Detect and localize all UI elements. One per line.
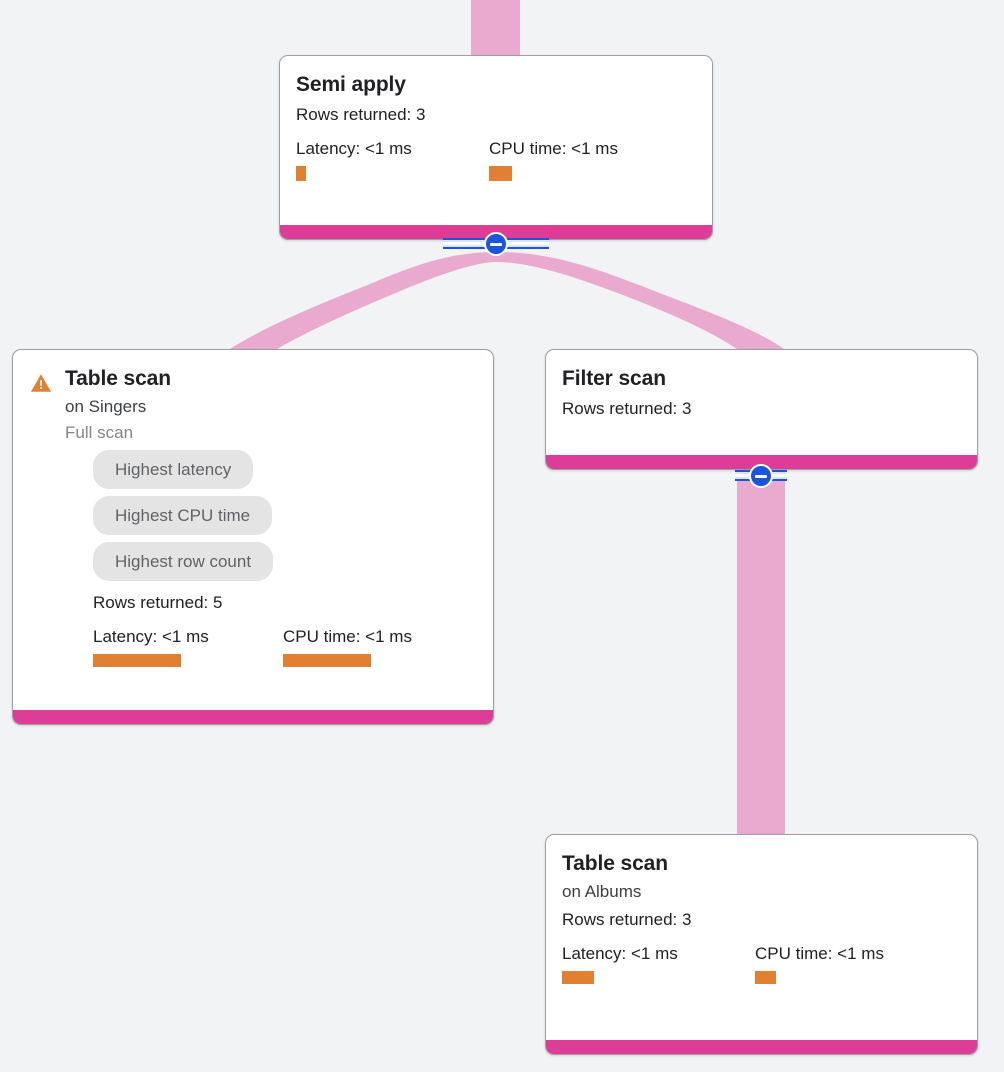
collapse-handle-filter-scan[interactable] xyxy=(735,463,787,489)
rows-returned: Rows returned: 3 xyxy=(562,399,692,418)
metric-cpu-time: CPU time: <1 ms xyxy=(283,626,412,667)
metric-bar-latency xyxy=(93,654,181,667)
metric-label: Latency: <1 ms xyxy=(296,139,412,158)
metric-label: Latency: <1 ms xyxy=(562,944,678,963)
node-title: Filter scan xyxy=(562,367,666,390)
metric-latency: Latency: <1 ms xyxy=(562,943,755,984)
node-title: Semi apply xyxy=(296,73,406,96)
edge-filter-scan-to-table-scan-albums xyxy=(737,474,785,840)
warning-triangle-icon xyxy=(29,372,53,399)
rows-returned: Rows returned: 3 xyxy=(296,105,426,124)
metric-latency: Latency: <1 ms xyxy=(296,138,489,181)
node-title-row: Table scan on Singers Full scan xyxy=(29,366,477,446)
metric-label: CPU time: <1 ms xyxy=(489,139,618,158)
node-subtitle: on Singers xyxy=(65,397,147,416)
node-subtitle: on Albums xyxy=(562,882,642,901)
node-chips: Highest latency Highest CPU time Highest… xyxy=(29,450,477,588)
metric-label: CPU time: <1 ms xyxy=(283,627,412,646)
node-body: Table scan on Albums Rows returned: 3 La… xyxy=(546,835,977,1040)
node-body: Table scan on Singers Full scan Highest … xyxy=(13,350,493,710)
metric-bar-cpu-time xyxy=(283,654,371,667)
metrics-row: Latency: <1 ms CPU time: <1 ms xyxy=(29,626,477,667)
metric-label: CPU time: <1 ms xyxy=(755,944,884,963)
node-accent-footer xyxy=(13,710,493,724)
node-table-scan-singers[interactable]: Table scan on Singers Full scan Highest … xyxy=(12,349,494,725)
metric-latency: Latency: <1 ms xyxy=(93,626,283,667)
node-heading-block: Table scan on Singers Full scan xyxy=(65,366,171,446)
metrics-row: Latency: <1 ms CPU time: <1 ms xyxy=(296,138,696,181)
node-title-row: Table scan on Albums xyxy=(562,851,961,905)
metric-cpu-time: CPU time: <1 ms xyxy=(755,943,884,984)
node-body: Semi apply Rows returned: 3 Latency: <1 … xyxy=(280,56,712,225)
metric-bar-cpu-time xyxy=(489,166,512,181)
node-title: Table scan xyxy=(562,852,668,875)
node-accent-footer xyxy=(546,1040,977,1054)
node-title-row: Filter scan xyxy=(562,366,961,394)
node-accent-footer xyxy=(546,455,977,469)
node-semi-apply[interactable]: Semi apply Rows returned: 3 Latency: <1 … xyxy=(279,55,713,240)
metric-cpu-time: CPU time: <1 ms xyxy=(489,138,618,181)
metric-label: Latency: <1 ms xyxy=(93,627,209,646)
node-body: Filter scan Rows returned: 3 xyxy=(546,350,977,455)
rows-returned: Rows returned: 3 xyxy=(562,910,692,929)
collapse-handle-semi-apply[interactable] xyxy=(443,231,549,257)
edge-semi-apply-to-table-scan-singers xyxy=(230,252,496,349)
edge-into-semi-apply xyxy=(471,0,520,56)
node-heading-block: Table scan on Albums xyxy=(562,851,668,905)
metric-bar-latency xyxy=(296,166,306,181)
edge-semi-apply-to-filter-scan xyxy=(496,252,784,349)
collapse-minus-icon[interactable] xyxy=(484,232,508,256)
metric-bar-cpu-time xyxy=(755,971,776,984)
node-filter-scan[interactable]: Filter scan Rows returned: 3 xyxy=(545,349,978,470)
node-scan-type: Full scan xyxy=(65,423,134,442)
chip-highest-latency[interactable]: Highest latency xyxy=(93,450,254,489)
metrics-row: Latency: <1 ms CPU time: <1 ms xyxy=(562,943,961,984)
node-title-row: Semi apply xyxy=(296,72,696,100)
node-title: Table scan xyxy=(65,367,171,390)
chip-highest-row-count[interactable]: Highest row count xyxy=(93,542,274,581)
collapse-minus-icon[interactable] xyxy=(749,464,773,488)
rows-returned: Rows returned: 5 xyxy=(93,593,223,612)
metric-bar-latency xyxy=(562,971,594,984)
chip-highest-cpu-time[interactable]: Highest CPU time xyxy=(93,496,273,535)
node-table-scan-albums[interactable]: Table scan on Albums Rows returned: 3 La… xyxy=(545,834,978,1055)
